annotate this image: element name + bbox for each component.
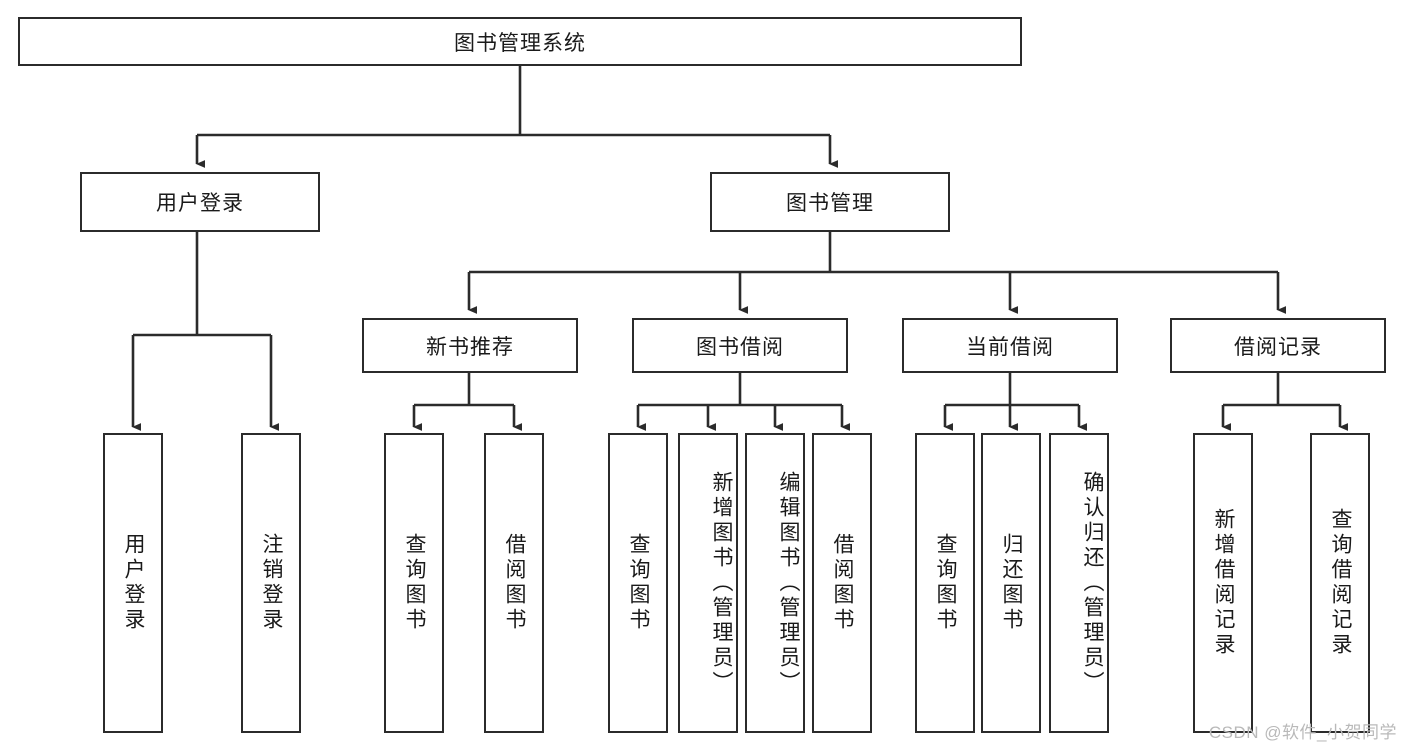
node-label: 图书管理系统 <box>454 31 586 55</box>
node-label: 查询图书 <box>934 533 957 633</box>
node-label: 图书借阅 <box>696 335 784 359</box>
leaf-new-book-borrow-book[interactable]: 借阅图书 <box>484 433 544 733</box>
node-label: 借阅图书 <box>831 533 854 633</box>
leaf-new-book-query-book[interactable]: 查询图书 <box>384 433 444 733</box>
node-current-borrow[interactable]: 当前借阅 <box>902 318 1118 373</box>
node-label: 当前借阅 <box>966 335 1054 359</box>
leaf-user-login-login[interactable]: 用户登录 <box>103 433 163 733</box>
node-label: 新增图书（管理员） <box>710 470 733 696</box>
leaf-book-borrow-add-book-admin[interactable]: 新增图书（管理员） <box>678 433 738 733</box>
leaf-current-borrow-query-book[interactable]: 查询图书 <box>915 433 975 733</box>
node-label: 查询借阅记录 <box>1329 508 1352 658</box>
node-label: 新书推荐 <box>426 335 514 359</box>
node-book-borrow[interactable]: 图书借阅 <box>632 318 848 373</box>
csdn-watermark: CSDN @软件_小贺同学 <box>1208 723 1397 742</box>
node-label: 借阅图书 <box>503 533 526 633</box>
node-root-book-management-system[interactable]: 图书管理系统 <box>18 17 1022 66</box>
node-label: 注销登录 <box>260 533 283 633</box>
leaf-book-borrow-query-book[interactable]: 查询图书 <box>608 433 668 733</box>
node-user-login[interactable]: 用户登录 <box>80 172 320 232</box>
node-label: 图书管理 <box>786 192 874 215</box>
node-label: 归还图书 <box>1000 533 1023 633</box>
leaf-current-borrow-confirm-return-admin[interactable]: 确认归还（管理员） <box>1049 433 1109 733</box>
node-label: 查询图书 <box>403 533 426 633</box>
node-label: 用户登录 <box>122 533 145 633</box>
leaf-borrow-record-add-record[interactable]: 新增借阅记录 <box>1193 433 1253 733</box>
leaf-book-borrow-borrow-book[interactable]: 借阅图书 <box>812 433 872 733</box>
leaf-book-borrow-edit-book-admin[interactable]: 编辑图书（管理员） <box>745 433 805 733</box>
node-book-management[interactable]: 图书管理 <box>710 172 950 232</box>
node-label: 确认归还（管理员） <box>1081 470 1104 696</box>
leaf-current-borrow-return-book[interactable]: 归还图书 <box>981 433 1041 733</box>
node-new-book-recommendation[interactable]: 新书推荐 <box>362 318 578 373</box>
node-label: 编辑图书（管理员） <box>777 470 800 696</box>
node-label: 用户登录 <box>156 192 244 215</box>
node-label: 新增借阅记录 <box>1212 508 1235 658</box>
leaf-user-login-logout[interactable]: 注销登录 <box>241 433 301 733</box>
node-label: 借阅记录 <box>1234 335 1322 359</box>
node-borrow-record[interactable]: 借阅记录 <box>1170 318 1386 373</box>
node-label: 查询图书 <box>627 533 650 633</box>
leaf-borrow-record-query-record[interactable]: 查询借阅记录 <box>1310 433 1370 733</box>
